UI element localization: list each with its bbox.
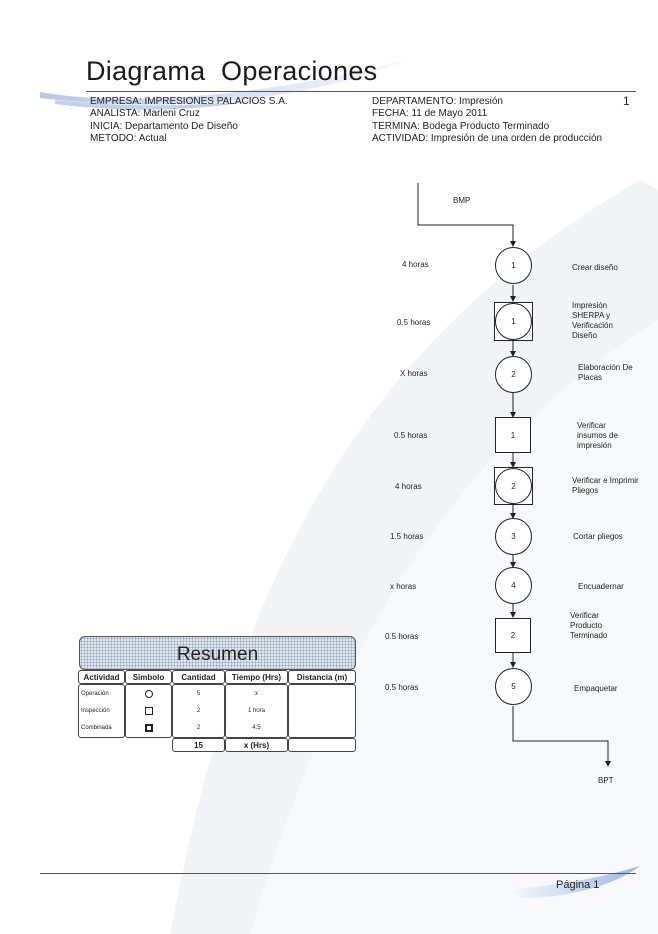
circle-icon [144,689,153,698]
step-label: Verificar Producto Terminado [570,611,608,640]
header-actividad: Actividad [78,670,125,684]
step-label: Elaboración De Placas [578,363,633,382]
inicia-field: INICIA: Departamento De Diseño [90,120,238,132]
departamento-field: DEPARTAMENTO: Impresión [372,96,503,107]
step-time: 0.5 horas [394,431,428,440]
step-number: 5 [511,682,516,691]
start-label: BMP [453,196,471,205]
row-tiempo: 1 hora [247,707,265,714]
simbolo-column [125,684,172,738]
step-number: 1 [510,430,516,440]
cantidad-column: 5 2 2 [172,684,225,738]
page-title: Diagrama Operaciones [86,56,378,86]
row-actividad: Combinada [81,725,112,732]
step-number: 2 [510,631,516,640]
step-time: 4 horas [402,260,429,269]
combined-symbol: 2 [494,467,533,505]
step-number: 3 [511,532,516,541]
header-simbolo: Simbolo [125,670,172,684]
step-time: 0.5 horas [385,632,419,641]
step-number: 4 [511,581,516,590]
total-distancia [288,738,356,752]
step-time: X horas [400,369,428,378]
fecha-field: FECHA: 11 de Mayo 2011 [372,108,488,120]
step-time: x horas [390,582,417,591]
step-label: Crear diseño [572,263,618,272]
step-number: 1 [511,261,516,270]
row-actividad: Operación [81,690,109,697]
metodo-field: METODO: Actual [90,133,167,145]
combined-circle: 2 [495,468,532,504]
step-label: Empaquetar [574,684,618,693]
step-time: 4 horas [395,482,422,491]
output-connector [512,706,611,767]
termina-field: TERMINA: Bodega Producto Terminado [372,120,550,132]
step-time: 0.5 horas [397,318,431,327]
operation-symbol: 5 [495,668,532,705]
summary-title: Resumen [79,636,356,670]
inspection-symbol: 2 [495,618,531,653]
row-cantidad: 5 [196,690,201,697]
operation-symbol: 4 [495,567,532,604]
row-actividad: Inspección [81,707,110,714]
sheet-number: 1 [623,94,630,108]
inspection-symbol: 1 [495,417,531,453]
operation-symbol: 2 [495,356,532,393]
step-number: 2 [511,370,516,379]
footer-divider [40,873,636,874]
header-left: EMPRESA: IMPRESIONES PALACIOS S.A. ANALI… [90,96,288,146]
step-label: Impresión SHERPA y Verificación Diseño [572,301,613,340]
header-cantidad: Cantidad [172,670,225,684]
total-tiempo: x (Hrs) [225,738,288,752]
combined-symbol: 1 [494,302,533,341]
step-number: 1 [511,317,516,326]
input-connector [417,183,516,247]
empresa-field: EMPRESA: IMPRESIONES PALACIOS S.A. [90,96,288,107]
step-label: Verificar insumos de impresión [577,421,618,450]
combined-circle: 1 [495,303,532,340]
tiempo-column: x 1 hora 4.5 [225,684,288,738]
title-divider [86,91,636,92]
total-cantidad: 15 [172,738,225,752]
row-cantidad: 2 [196,707,201,714]
analista-field: ANALISTA: Marleni Cruz [90,108,200,120]
page-footer: Página 1 [556,879,600,891]
actividad-column: Operación Inspección Combinada [78,684,125,738]
row-tiempo: 4.5 [252,725,261,732]
row-tiempo: x [255,690,258,697]
row-cantidad: 2 [196,725,201,732]
header-tiempo: Tiempo (Hrs) [225,670,288,684]
step-label: Encuadernar [578,582,624,591]
header-distancia: Distancia (m) [288,670,356,684]
step-label: Verificar e Imprimir Pliegos [572,476,639,495]
operation-symbol: 1 [495,247,532,284]
square-icon [144,706,153,715]
distancia-column [288,684,356,738]
end-label: BPT [598,776,614,785]
actividad-field: ACTIVIDAD: Impresión de una orden de pro… [372,133,603,145]
operation-symbol: 3 [495,518,532,555]
step-label: Cortar pliegos [573,532,623,541]
step-time: 0.5 horas [385,683,419,692]
header-right: DEPARTAMENTO: Impresión FECHA: 11 de May… [372,96,602,146]
step-time: 1.5 horas [390,532,424,541]
combined-square-icon [144,724,153,733]
step-number: 2 [511,481,516,491]
